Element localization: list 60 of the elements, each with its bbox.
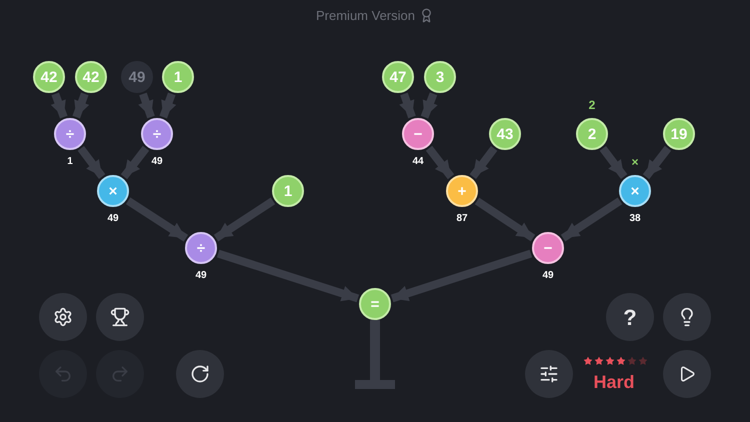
hint-label: 2 [588,99,596,111]
operator-symbol: + [458,184,466,198]
number-node [663,118,695,150]
result-label: 1 [67,157,73,167]
result-label: 49 [195,271,207,281]
arrow [216,250,360,302]
arrow [420,92,438,119]
arrow [126,197,188,242]
number-node [162,61,194,93]
number-text: 2 [588,126,596,142]
operator-symbol: − [544,240,552,256]
result-label: 49 [151,157,163,167]
number-text: 49 [128,70,146,84]
arrow [390,250,532,302]
arrow [50,92,68,118]
result-label: 49 [107,214,119,224]
result-label: 87 [456,214,468,224]
number-text: = [370,296,380,312]
arrow [138,92,155,118]
title: Premium Version [316,7,415,25]
number-node [75,61,107,93]
arrow [159,92,176,118]
operator-symbol: − [414,126,422,142]
operator-symbol: ÷ [152,126,162,142]
number-text: 42 [82,70,100,84]
number-text: 42 [40,70,58,84]
arrow [399,92,416,118]
number-text: 1 [284,184,292,198]
number-node [424,61,456,93]
number-node [382,61,414,93]
help-button: ? [606,293,654,341]
result-label: 49 [542,271,554,281]
difficulty-label: Hard [592,371,636,394]
arrow [642,146,672,180]
result-label: 44 [412,157,424,167]
arrow [78,146,106,180]
number-node [489,118,521,150]
hint-label: × [632,156,638,168]
number-node [359,288,391,320]
number-node [33,61,65,93]
result-label: 38 [629,214,641,224]
number-text: 3 [436,70,444,84]
number-text: 19 [670,126,688,142]
operator-symbol: ÷ [66,126,74,142]
number-node [272,175,304,207]
number-text: 47 [390,70,406,84]
arrow [214,198,276,242]
arrow [600,146,628,180]
operator-symbol: × [630,184,640,198]
number-text: 1 [174,70,182,84]
arrow [560,198,622,242]
operator-symbol: ÷ [196,240,206,256]
used-number-node [121,61,153,93]
arrow [474,198,536,242]
arrow [470,146,498,180]
arrow [72,92,90,118]
number-text: 43 [496,126,514,142]
operator-symbol: × [108,184,118,198]
arrow [426,146,454,180]
arrow [120,146,150,180]
